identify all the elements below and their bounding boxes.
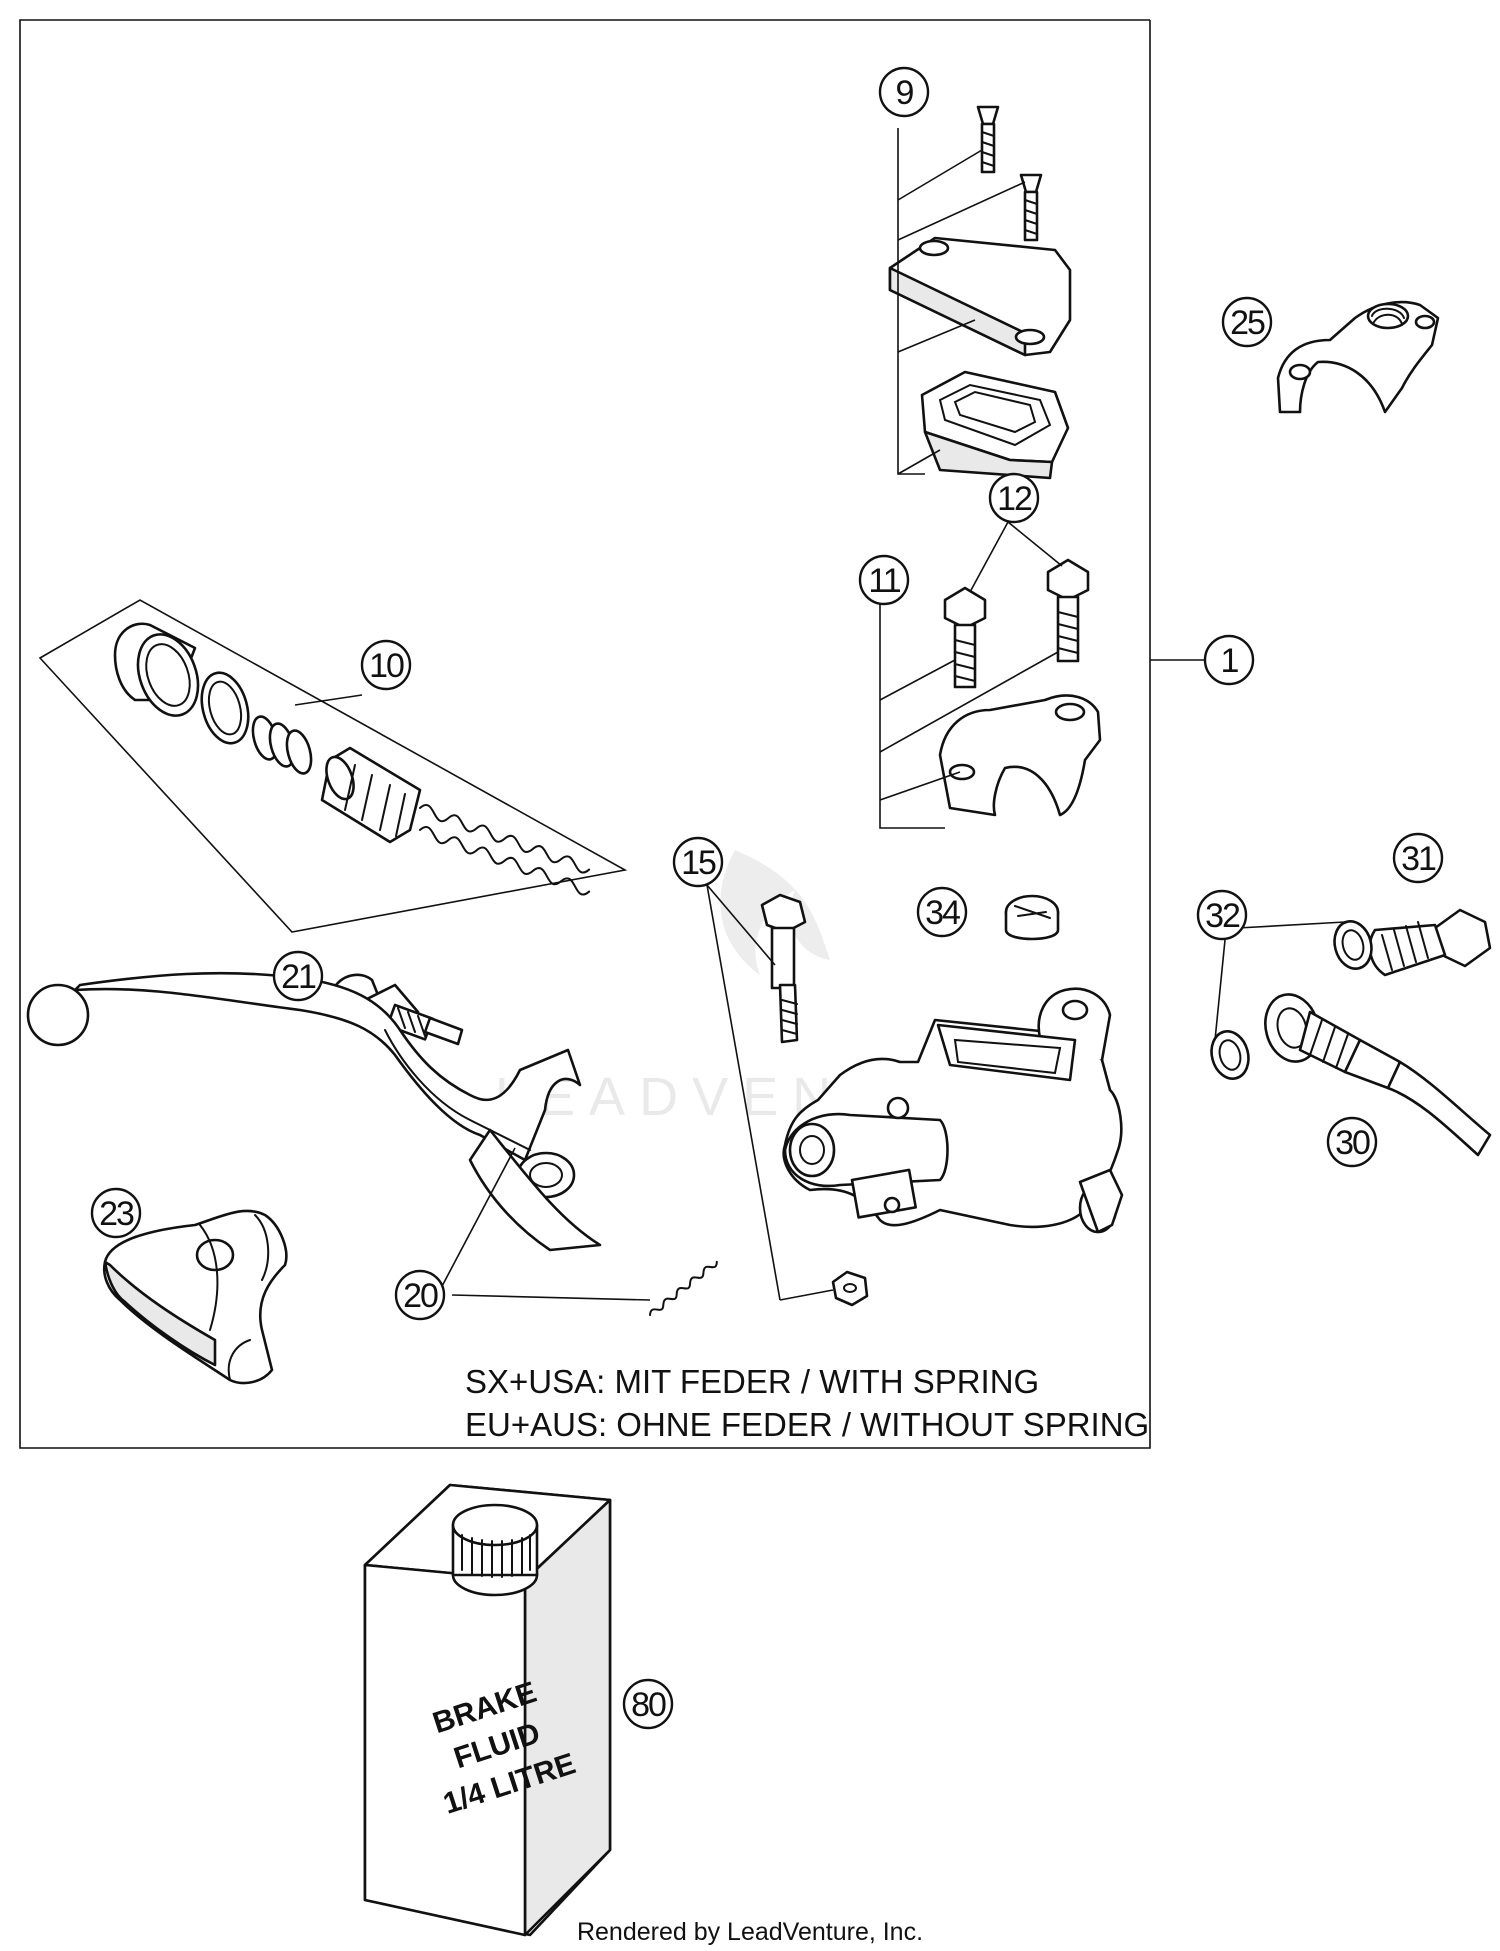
pivot-bolt-and-nut <box>706 884 869 1307</box>
reservoir-plug <box>1004 894 1060 941</box>
callout-label: 1 <box>1221 642 1239 680</box>
callout-label: 31 <box>1401 840 1436 878</box>
callout-23[interactable]: 23 <box>90 1187 142 1239</box>
callout-32[interactable]: 32 <box>1196 889 1248 941</box>
assembly-frame <box>19 19 1151 1449</box>
note-line-2: EU+AUS: OHNE FEDER / WITHOUT SPRING <box>465 1406 1149 1443</box>
callout-label: 11 <box>868 562 900 600</box>
callout-12[interactable]: 12 <box>988 472 1040 524</box>
brake-lever <box>26 971 602 1291</box>
callout-label: 15 <box>681 844 716 882</box>
callout-11[interactable]: 11 <box>858 554 910 606</box>
callout-30[interactable]: 30 <box>1326 1116 1378 1168</box>
handlebar-clamp-25 <box>1276 300 1440 414</box>
callout-label: 10 <box>369 647 404 685</box>
brake-fluid-can: BRAKE FLUID 1/4 LITRE <box>363 1483 612 1937</box>
callout-15[interactable]: 15 <box>672 836 724 888</box>
callout-label: 80 <box>631 1686 666 1724</box>
master-cylinder-body <box>782 987 1124 1234</box>
clamp-and-bolts <box>879 521 1102 829</box>
spring-note: SX+USA: MIT FEDER / WITH SPRING EU+AUS: … <box>465 1363 1149 1443</box>
brake-hose-assembly <box>1210 908 1492 1157</box>
callout-label: 12 <box>997 480 1032 518</box>
piston-kit <box>38 599 628 933</box>
callout-label: 25 <box>1230 304 1265 342</box>
callout-label: 21 <box>281 958 316 996</box>
footer-credit: Rendered by LeadVenture, Inc. <box>577 1918 923 1946</box>
callout-label: 23 <box>99 1195 134 1233</box>
lever-spring <box>451 1260 718 1316</box>
callout-34[interactable]: 34 <box>916 886 968 938</box>
lever-cover <box>102 1209 288 1385</box>
callout-80[interactable]: 80 <box>622 1678 674 1730</box>
callout-label: 34 <box>925 894 960 932</box>
callout-1[interactable]: 1 <box>1203 634 1255 686</box>
callout-9[interactable]: 9 <box>878 66 930 118</box>
note-line-1: SX+USA: MIT FEDER / WITH SPRING <box>465 1363 1039 1400</box>
callout-21[interactable]: 21 <box>272 950 324 1002</box>
callout-label: 9 <box>896 74 914 112</box>
callout-25[interactable]: 25 <box>1221 296 1273 348</box>
callout-31[interactable]: 31 <box>1392 832 1444 884</box>
callout-label: 20 <box>403 1277 438 1315</box>
callout-20[interactable]: 20 <box>394 1269 446 1321</box>
reservoir-cover-set <box>888 105 1072 480</box>
callout-label: 32 <box>1205 897 1240 935</box>
callout-label: 30 <box>1335 1124 1370 1162</box>
callout-10[interactable]: 10 <box>360 639 412 691</box>
